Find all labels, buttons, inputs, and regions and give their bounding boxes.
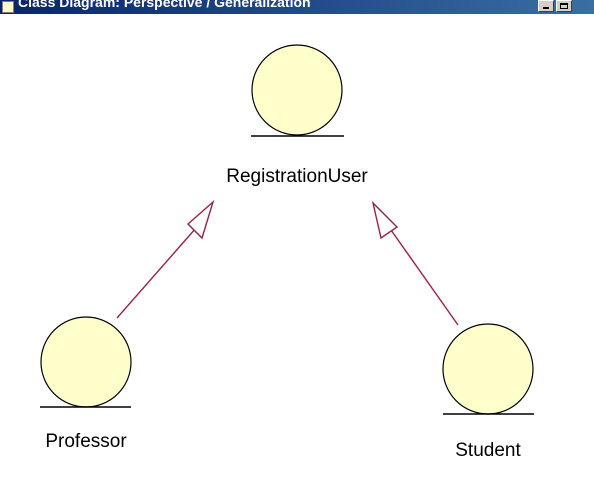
generalization-arrowhead bbox=[371, 200, 399, 240]
generalization-arrowhead bbox=[186, 199, 215, 240]
window-controls bbox=[538, 0, 572, 12]
generalization-professor-to-registrationuser[interactable] bbox=[116, 199, 215, 319]
actor-label: RegistrationUser bbox=[226, 166, 368, 187]
actor-label: Professor bbox=[45, 431, 127, 452]
actor-professor[interactable]: Professor bbox=[40, 316, 132, 452]
actor-label: Student bbox=[455, 440, 521, 461]
maximize-icon[interactable] bbox=[556, 0, 572, 12]
actor-circle-icon bbox=[251, 44, 343, 136]
actor-circle-icon bbox=[40, 316, 132, 408]
generalization-line bbox=[116, 227, 197, 319]
generalization-line bbox=[390, 229, 459, 326]
actor-circle-icon bbox=[442, 323, 534, 415]
minimize-icon[interactable] bbox=[538, 0, 554, 12]
class-diagram-icon bbox=[2, 1, 14, 13]
actor-student[interactable]: Student bbox=[442, 323, 534, 461]
actor-registration-user[interactable]: RegistrationUser bbox=[226, 44, 368, 187]
generalization-student-to-registrationuser[interactable] bbox=[371, 200, 459, 326]
window-title-bar: Class Diagram: Perspective / Generalizat… bbox=[0, 0, 594, 14]
window-title: Class Diagram: Perspective / Generalizat… bbox=[18, 0, 311, 10]
